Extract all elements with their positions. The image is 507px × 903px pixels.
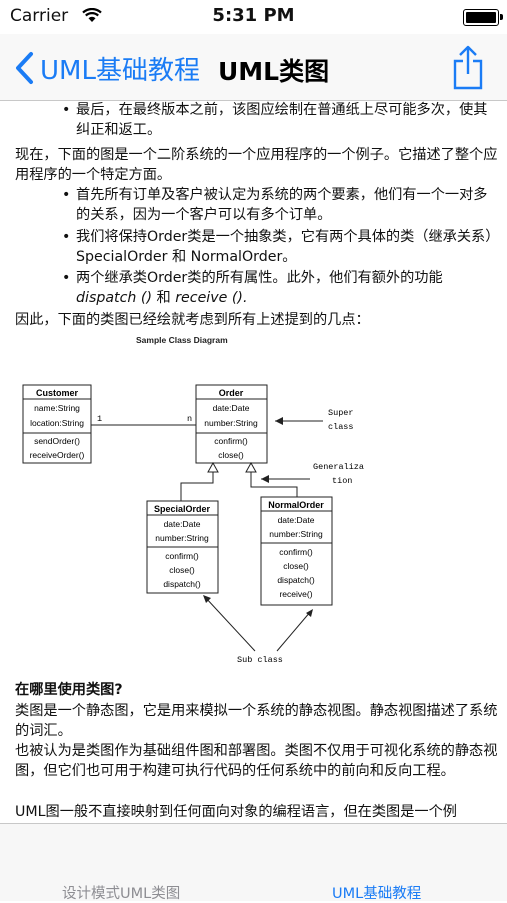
- super-class-label: Super: [328, 408, 354, 418]
- paragraph: 也被认为是类图作为基础组件图和部署图。类图不仅用于可视化系统的静态视图，但它们也…: [15, 743, 498, 779]
- list-item: •两个继承类Order类的所有属性。此外，他们有额外的功能 dispatch (…: [62, 270, 443, 306]
- carrier-label: Carrier: [10, 6, 69, 26]
- class-method: dispatch(): [277, 575, 314, 585]
- class-method: dispatch(): [163, 579, 200, 589]
- multiplicity-many: n: [187, 414, 192, 424]
- share-icon[interactable]: [451, 44, 485, 90]
- sub-class-label: Sub class: [237, 655, 283, 665]
- class-attribute: location:String: [30, 418, 84, 428]
- class-method: confirm(): [279, 547, 313, 557]
- wifi-icon: [82, 8, 102, 22]
- class-method: close(): [283, 561, 309, 571]
- class-attribute: number:String: [155, 533, 209, 543]
- tab-bar: 设计模式UML类图 UML基础教程: [0, 823, 507, 902]
- class-name: SpecialOrder: [154, 504, 211, 514]
- class-method: confirm(): [165, 551, 199, 561]
- chevron-left-icon: [16, 52, 33, 84]
- list-item: •首先所有订单及客户被认定为系统的两个要素，他们有一个一对多的关系，因为一个客户…: [62, 187, 488, 223]
- list-item: •最后，在最终版本之前，该图应绘制在普通纸上尽可能多次，使其纠正和返工。: [62, 102, 488, 138]
- class-attribute: date:Date: [164, 519, 201, 529]
- class-attribute: name:String: [34, 403, 80, 413]
- list-item: •我们将保持Order类是一个抽象类，它有两个具体的类（继承关系）Special…: [62, 229, 493, 265]
- class-method: close(): [169, 565, 195, 575]
- class-attribute: number:String: [269, 529, 323, 539]
- back-button[interactable]: UML基础教程: [12, 48, 200, 88]
- customer-class-box: Customer name:String location:String sen…: [22, 384, 92, 464]
- special-order-class-box: SpecialOrder date:Date number:String con…: [146, 500, 219, 594]
- diagram-title: Sample Class Diagram: [136, 335, 228, 345]
- navigation-bar: UML基础教程 UML类图: [0, 34, 507, 101]
- multiplicity-one: 1: [97, 414, 102, 424]
- section-heading: 在哪里使用类图?: [15, 682, 123, 698]
- tab-design-patterns-uml[interactable]: 设计模式UML类图: [62, 886, 181, 902]
- class-method: receive(): [279, 589, 312, 599]
- status-bar: Carrier 5:31 PM: [0, 0, 507, 34]
- order-class-box: Order date:Date number:String confirm() …: [195, 384, 268, 464]
- generalization-label: tion: [332, 476, 352, 486]
- normal-order-class-box: NormalOrder date:Date number:String conf…: [260, 496, 333, 606]
- battery-icon: [463, 9, 503, 26]
- class-method: receiveOrder(): [30, 450, 85, 460]
- class-method: close(): [218, 450, 244, 460]
- class-diagram-image: Sample Class Diagram Customer name:Strin…: [22, 335, 364, 665]
- class-name: Order: [219, 388, 244, 398]
- back-button-label: UML基础教程: [40, 55, 200, 86]
- paragraph: UML图一般不直接映射到任何面向对象的编程语言，但在类图是一个例: [15, 804, 457, 820]
- paragraph: 类图是一个静态图，它是用来模拟一个系统的静态视图。静态视图描述了系统的词汇。: [15, 703, 498, 739]
- class-method: confirm(): [214, 436, 248, 446]
- class-attribute: date:Date: [278, 515, 315, 525]
- status-time: 5:31 PM: [212, 5, 295, 26]
- article-content: •最后，在最终版本之前，该图应绘制在普通纸上尽可能多次，使其纠正和返工。 现在，…: [0, 101, 507, 823]
- class-method: sendOrder(): [34, 436, 80, 446]
- class-attribute: number:String: [204, 418, 258, 428]
- generalization-label: Generaliza: [313, 462, 364, 472]
- class-attribute: date:Date: [213, 403, 250, 413]
- class-name: NormalOrder: [268, 500, 324, 510]
- super-class-label: class: [328, 422, 354, 432]
- class-name: Customer: [36, 388, 79, 398]
- tab-uml-basics[interactable]: UML基础教程: [332, 886, 422, 902]
- page-title: UML类图: [218, 57, 330, 86]
- paragraph: 因此，下面的类图已经绘就考虑到所有上述提到的几点：: [15, 312, 370, 328]
- paragraph: 现在，下面的图是一个二阶系统的一个应用程序的一个例子。它描述了整个应用程序的一个…: [15, 147, 498, 183]
